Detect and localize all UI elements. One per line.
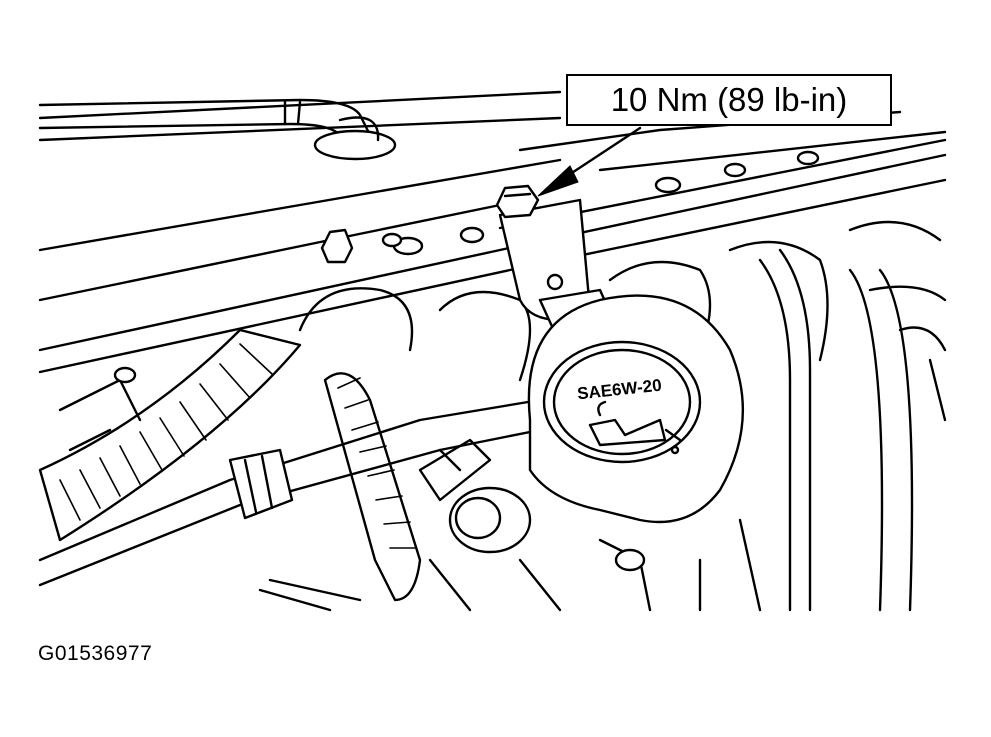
bolt-icon [495, 184, 540, 219]
callout-arrow [537, 126, 642, 197]
rail-studs [320, 150, 820, 264]
oil-can-icon [588, 400, 682, 455]
torque-callout: 10 Nm (89 lb-in) [566, 74, 892, 126]
lower-components [58, 366, 652, 612]
engine-cover-outline [38, 90, 947, 302]
torque-label: 10 Nm (89 lb-in) [610, 81, 848, 118]
oil-filler-cap: SAE6W-20 [527, 294, 744, 524]
hose-coupling [418, 438, 532, 554]
fuel-line-tube [38, 398, 542, 587]
right-side-hoses [698, 248, 947, 612]
corrugated-harness [38, 328, 302, 542]
figure-id: G01536977 [38, 642, 153, 665]
vent-hose [38, 98, 397, 161]
corrugated-hose [323, 372, 422, 602]
